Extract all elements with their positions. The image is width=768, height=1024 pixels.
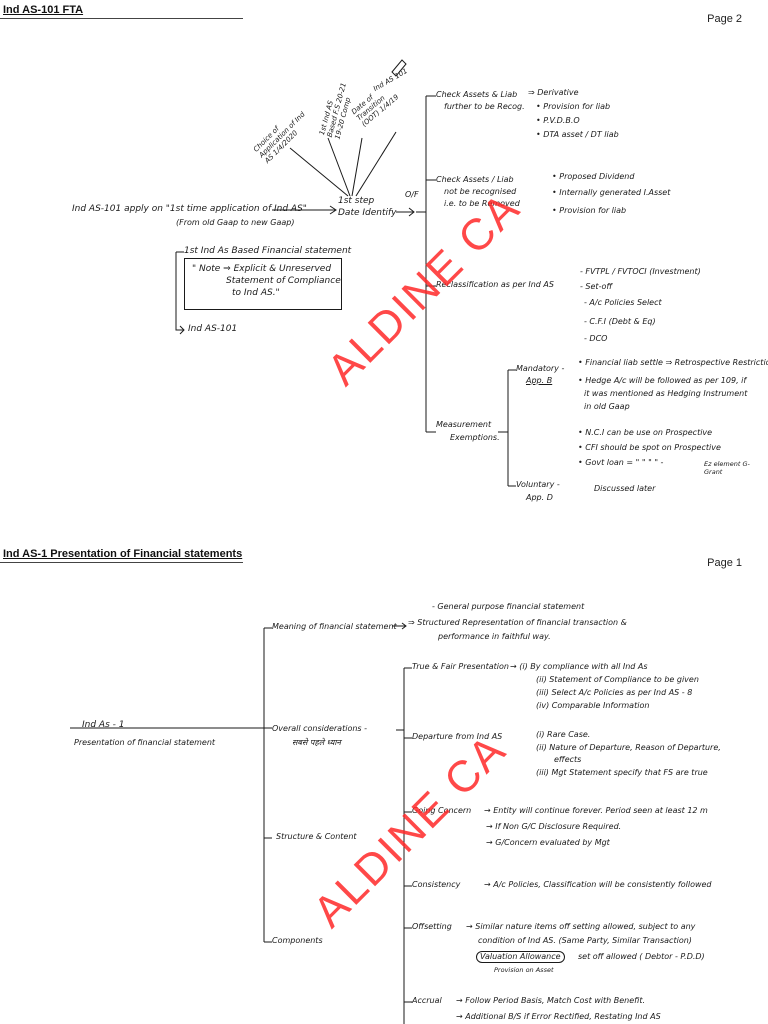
mandatory-item-4: • CFI should be spot on Prospective (578, 443, 721, 452)
notes-page-ind-as-101: Ind AS-101 FTA Page 2 Ind AS-101 apply o (0, 4, 768, 502)
mind-map-lines (70, 622, 412, 1024)
root-ind-as-1-sub: Presentation of financial statement (74, 738, 216, 747)
note-box (184, 258, 342, 310)
sub-accrual: Accrual (412, 996, 442, 1005)
root-ind-as-101: Ind AS-101 apply on "1st time applicatio… (72, 204, 307, 214)
true-fair-1: → (i) By compliance with all Ind As (510, 662, 648, 671)
discussed-later-note: Discussed later (594, 484, 656, 493)
meaning-detail-2: performance in faithful way. (438, 632, 551, 641)
departure-3: (iii) Mgt Statement specify that FS are … (536, 768, 708, 777)
root-subnote: (From old Gaap to new Gaap) (176, 218, 295, 227)
item-provision-liab-2: • Provision for liab (552, 206, 627, 215)
offsetting-4: Provision on Asset (494, 966, 554, 974)
mandatory-item-3: • N.C.I can be use on Prospective (578, 428, 713, 437)
branch-meaning: Meaning of financial statement (272, 622, 397, 631)
sub-departure: Departure from Ind AS (412, 732, 503, 741)
item-dco: - DCO (584, 334, 608, 343)
app-d-label: App. D (526, 493, 553, 502)
title-underline (0, 562, 243, 563)
first-step-label: 1st step (338, 196, 375, 206)
general-purpose-note: - General purpose financial statement (432, 602, 585, 611)
item-proposed-dividend: • Proposed Dividend (552, 172, 635, 181)
branch-check-assets-sub: further to be Recog. (444, 102, 525, 111)
page-title: Ind AS-101 FTA (3, 4, 84, 16)
true-fair-2: (ii) Statement of Compliance to be given (536, 675, 699, 684)
mandatory-label: Mandatory - (516, 364, 565, 373)
consistency-1: → A/c Policies, Classification will be c… (484, 880, 712, 889)
ind-as-101-label: Ind AS-101 (188, 324, 238, 334)
branch-overall-considerations: Overall considerations - (272, 724, 367, 733)
branch-components: Components (272, 936, 323, 945)
box-note-line2: Statement of Compliance (226, 276, 341, 286)
going-concern-2: → If Non G/C Disclosure Required. (486, 822, 622, 831)
box-note-line1: " Note ⇒ Explicit & Unreserved (192, 264, 332, 274)
item-set-off: - Set-off (580, 282, 613, 291)
true-fair-4: (iv) Comparable Information (536, 701, 650, 710)
mandatory-item-5: • Govt loan = " " " " - (578, 458, 664, 467)
departure-2b: effects (554, 755, 582, 764)
branch-not-recognised: Check Assets / Liab (436, 175, 514, 184)
page-number: Page 2 (707, 13, 742, 25)
voluntary-label: Voluntary - (516, 480, 560, 489)
valuation-allowance-circled: Valuation Allowance (476, 951, 565, 963)
offsetting-3: set off allowed ( Debtor - P.D.D) (578, 952, 705, 961)
departure-1: (i) Rare Case. (536, 730, 591, 739)
root-ind-as-1: Ind As - 1 (82, 720, 125, 730)
mandatory-item-1: • Financial liab settle ⇒ Retrospective … (578, 358, 768, 367)
branch-check-assets: Check Assets & Liab (436, 90, 518, 99)
item-derivative: ⇒ Derivative (528, 88, 579, 97)
sub-true-fair: True & Fair Presentation (412, 662, 509, 671)
branch-not-recognised-sub2: i.e. to be Removed (444, 199, 520, 208)
app-b-label: App. B (526, 376, 553, 385)
item-cfi: - C.F.I (Debt & Eq) (584, 317, 656, 326)
item-ac-policies: - A/c Policies Select (584, 298, 662, 307)
overall-hindi-note: सबसे पहले ध्यान (292, 738, 341, 747)
meaning-detail-1: ⇒ Structured Representation of financial… (408, 618, 627, 627)
mandatory-item-5-note: Ez element G-Grant (704, 460, 750, 476)
departure-2: (ii) Nature of Departure, Reason of Depa… (536, 743, 721, 752)
item-pvdbo: • P.V.D.B.O (536, 116, 580, 125)
box-title: 1st Ind As Based Financial statement (184, 246, 352, 256)
mandatory-item-2c: in old Gaap (584, 402, 630, 411)
true-fair-3: (iii) Select A/c Policies as per Ind AS … (536, 688, 693, 697)
notes-page-ind-as-1: Ind AS-1 Presentation of Financial state… (0, 540, 768, 1024)
item-fvtpl: - FVTPL / FVTOCI (Investment) (580, 267, 701, 276)
mandatory-item-2b: it was mentioned as Hedging Instrument (584, 389, 748, 398)
item-provision-liab: • Provision for liab (536, 102, 611, 111)
sub-going-concern: Going Concern (412, 806, 472, 815)
page-title: Ind AS-1 Presentation of Financial state… (3, 548, 243, 560)
branch-measurement: Measurement (436, 420, 492, 429)
ofs-label: O/F (405, 190, 419, 199)
sub-offsetting: Offsetting (412, 922, 452, 931)
title-underline (0, 18, 243, 19)
item-internal-asset: • Internally generated I.Asset (552, 188, 671, 197)
going-concern-1: → Entity will continue forever. Period s… (484, 806, 708, 815)
offsetting-1: → Similar nature items off setting allow… (466, 922, 696, 931)
mandatory-item-2: • Hedge A/c will be followed as per 109,… (578, 376, 747, 385)
box-note-line3: to Ind AS." (232, 288, 280, 298)
branch-measurement-sub: Exemptions. (450, 433, 500, 442)
mind-map-lines (175, 59, 516, 487)
branch-not-recognised-sub: not be recognised (444, 187, 517, 196)
item-dta: • DTA asset / DT liab (536, 130, 619, 139)
sub-consistency: Consistency (412, 880, 461, 889)
offsetting-2: condition of Ind AS. (Same Party, Simila… (478, 936, 692, 945)
date-identify-label: Date Identify (338, 208, 397, 218)
page-number: Page 1 (707, 557, 742, 569)
going-concern-3: → G/Concern evaluated by Mgt (486, 838, 610, 847)
accrual-1: → Follow Period Basis, Match Cost with B… (456, 996, 646, 1005)
branch-structure-content: Structure & Content (276, 832, 357, 841)
branch-reclassification: Reclassification as per Ind AS (436, 280, 554, 289)
accrual-2: → Additional B/S if Error Rectified, Res… (456, 1012, 661, 1021)
